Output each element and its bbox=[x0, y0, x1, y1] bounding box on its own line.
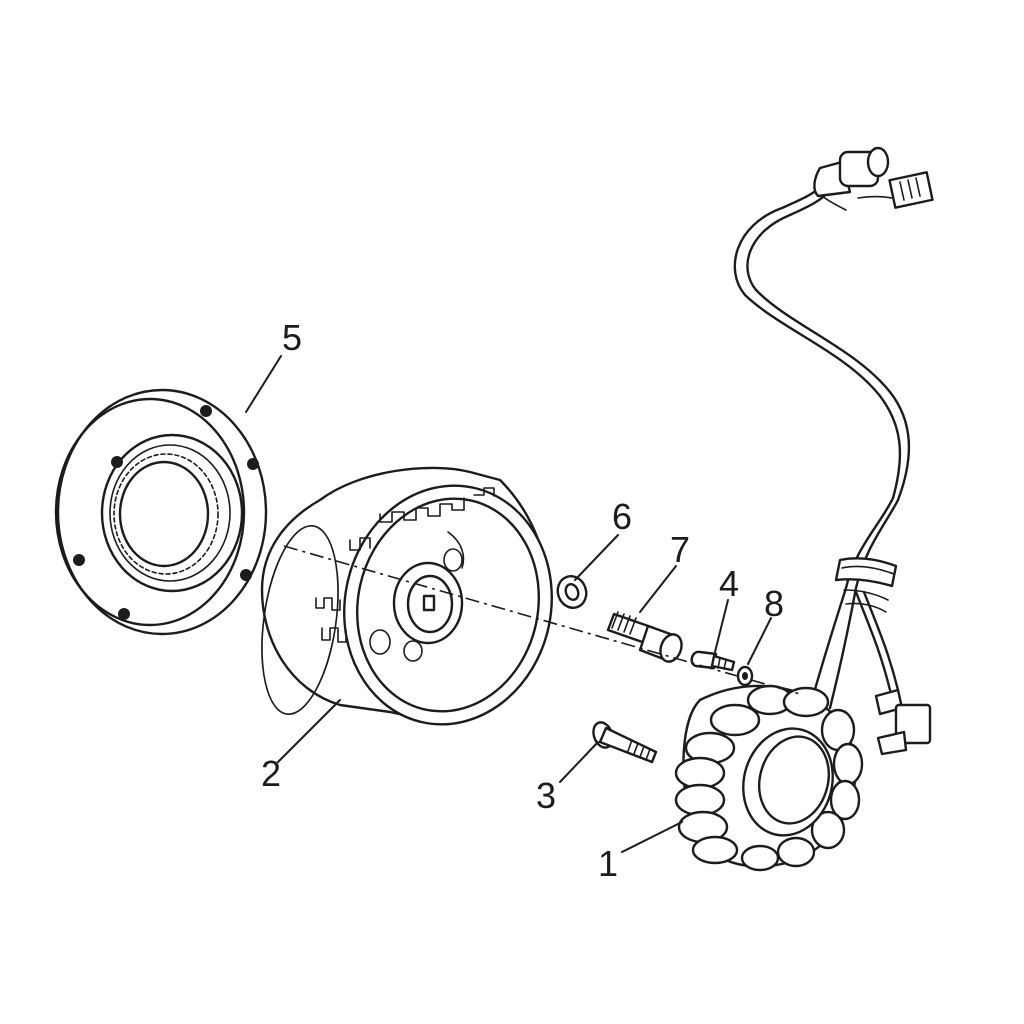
callout-4: 4 bbox=[719, 563, 739, 604]
leader-lines bbox=[245, 355, 772, 853]
stator-coil bbox=[674, 684, 864, 872]
center-axis bbox=[283, 545, 801, 695]
callout-3: 3 bbox=[536, 775, 556, 816]
callout-5: 5 bbox=[282, 317, 302, 358]
leader-line-3 bbox=[559, 741, 599, 783]
leader-line-8 bbox=[747, 617, 772, 665]
callout-7: 7 bbox=[670, 529, 690, 570]
callout-1: 1 bbox=[598, 843, 618, 884]
washer bbox=[556, 575, 588, 609]
leader-line-2 bbox=[277, 699, 341, 763]
socket-bolt bbox=[606, 611, 683, 663]
callout-numbers: 5 2 6 7 4 8 3 1 bbox=[261, 317, 784, 884]
leader-line-7 bbox=[639, 565, 677, 613]
leader-line-4 bbox=[714, 599, 729, 653]
callout-8: 8 bbox=[764, 583, 784, 624]
flywheel-rotor bbox=[260, 466, 553, 726]
stator-screw bbox=[592, 721, 658, 764]
leader-line-6 bbox=[574, 534, 619, 581]
wiring-harness bbox=[733, 146, 934, 756]
callout-6: 6 bbox=[612, 496, 632, 537]
starter-clutch-ring bbox=[54, 388, 268, 636]
small-bolt bbox=[690, 650, 736, 672]
small-washer bbox=[736, 665, 754, 687]
leader-line-5 bbox=[245, 355, 282, 413]
callout-2: 2 bbox=[261, 753, 281, 794]
leader-line-1 bbox=[621, 821, 683, 853]
